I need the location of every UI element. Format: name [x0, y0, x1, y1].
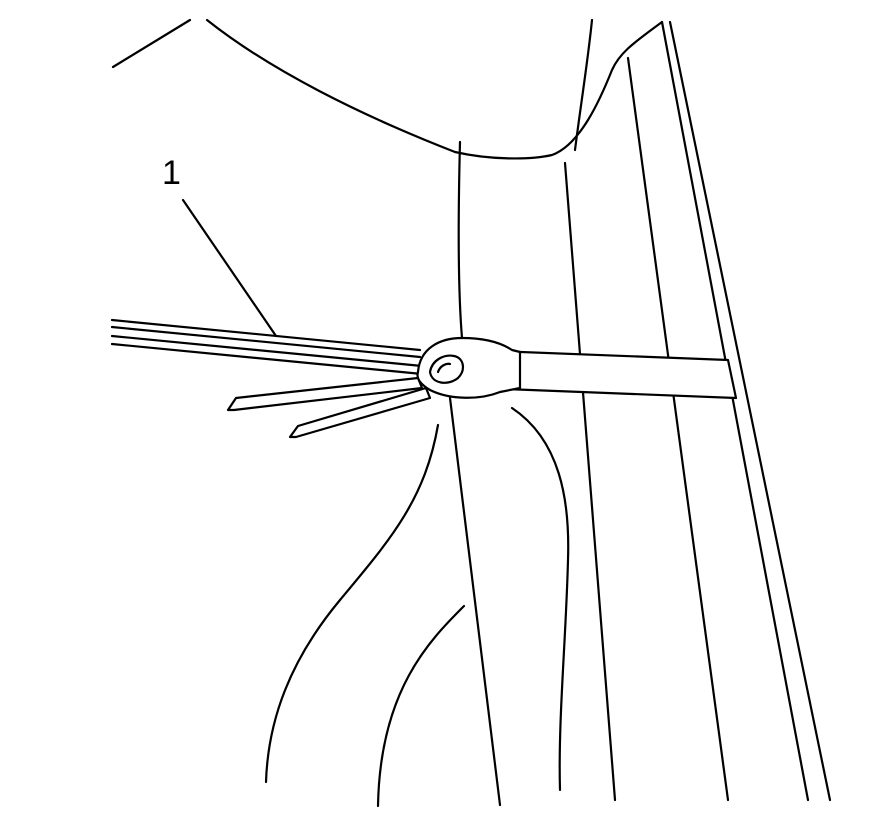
retainer-clip: [226, 376, 432, 439]
upper-panel-contour: [111, 18, 664, 160]
trim-removal-tool: [110, 318, 738, 400]
callout-leader-line: [181, 198, 278, 338]
callout-number: 1: [162, 154, 181, 192]
pillar-panel: [448, 18, 832, 807]
trim-panel-curves: [264, 406, 570, 808]
callout-1: 1: [162, 154, 278, 338]
